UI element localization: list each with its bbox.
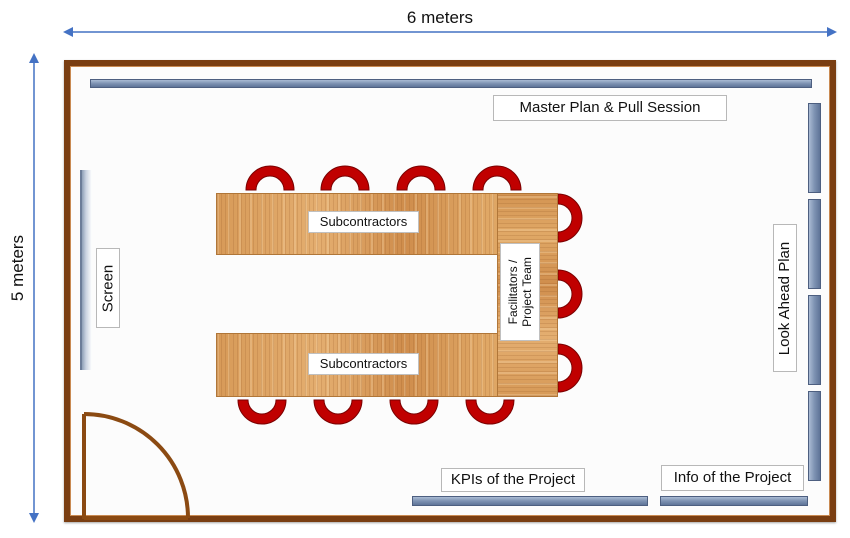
look-ahead-label: Look Ahead Plan: [773, 224, 797, 372]
look-ahead-board-4: [808, 391, 821, 481]
info-label: Info of the Project: [661, 465, 804, 491]
kpis-board: [412, 496, 648, 506]
facilitators-label: Facilitators / Project Team: [500, 243, 540, 341]
look-ahead-board-1: [808, 103, 821, 193]
kpis-label: KPIs of the Project: [441, 468, 585, 492]
room-outline: [64, 60, 836, 522]
info-board: [660, 496, 808, 506]
master-plan-label: Master Plan & Pull Session: [493, 95, 727, 121]
width-dimension-label: 6 meters: [406, 8, 474, 27]
screen-bar: [80, 170, 92, 370]
master-plan-board: [90, 79, 812, 88]
subcontractors-bottom-label: Subcontractors: [308, 353, 419, 375]
look-ahead-board-2: [808, 199, 821, 289]
look-ahead-board-3: [808, 295, 821, 385]
screen-label: Screen: [96, 248, 120, 328]
subcontractors-top-label: Subcontractors: [308, 211, 419, 233]
